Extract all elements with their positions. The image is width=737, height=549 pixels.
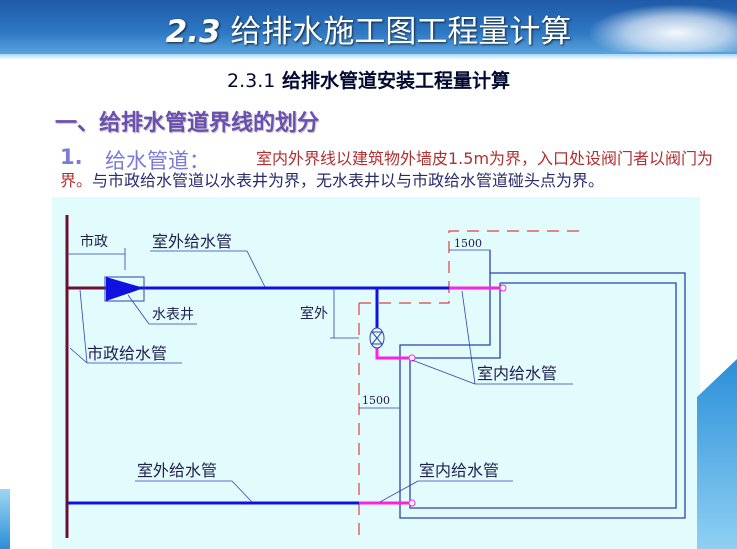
indoor-pipe-branch <box>375 348 410 360</box>
leader-line <box>231 480 253 503</box>
label-dimension-top: 1500 <box>454 237 482 250</box>
label-outdoor-pipe-bottom: 室外给水管 <box>137 461 217 480</box>
label-municipal-pipe: 市政给水管 <box>87 344 167 363</box>
title-text: 给排水施工图工程量计算 <box>230 14 572 50</box>
label-indoor-pipe-bottom: 室内给水管 <box>419 461 499 480</box>
section-title: 一、给排水管道界线的划分 <box>55 111 320 136</box>
leader-line <box>246 250 266 288</box>
leader-line <box>379 480 419 503</box>
description-layer-a: 室内外界线以建筑物外墙皮1.5m为界，入口处设阀门者以阀门为界。 <box>60 149 714 190</box>
leader-line <box>461 290 476 385</box>
subtitle: 2.3.1 给排水管道安装工程量计算 <box>0 66 737 93</box>
label-outdoor-pipe-top: 室外给水管 <box>152 232 232 251</box>
pipe-end-marker <box>408 354 416 362</box>
item-number: 1. <box>60 145 83 169</box>
label-indoor-pipe-right: 室内给水管 <box>477 364 557 383</box>
pipe-end-marker <box>408 499 416 507</box>
label-municipal: 市政 <box>80 233 108 250</box>
subtitle-text: 给排水管道安装工程量计算 <box>281 70 510 92</box>
meter-well-box <box>104 276 145 302</box>
label-meter-well: 水表井 <box>152 307 194 323</box>
pipe-end-marker <box>499 284 507 292</box>
leader-line <box>411 359 476 385</box>
meter-well-icon <box>106 277 144 301</box>
title-number: 2.3 <box>165 14 221 50</box>
label-outdoor: 室外 <box>300 305 328 322</box>
valve-symbol <box>370 331 384 345</box>
leader-line <box>79 289 88 364</box>
description-layer-b: 与市政给水管道以水表井为界，无水表井以与市政给水管道碰头点为界。 <box>92 171 605 190</box>
slide-header <box>0 0 737 54</box>
item-description: 室内外界线以建筑物外墙皮1.5m为界，入口处设阀门者以阀门为界。与市政给水管道以… <box>60 148 732 192</box>
corner-decoration <box>697 359 737 549</box>
building-inner-wall <box>409 282 677 509</box>
slide-title: 2.3 给排水施工图工程量计算 <box>0 6 737 51</box>
leader-line <box>69 347 88 364</box>
corner-decoration-left <box>0 489 10 549</box>
leader-line <box>127 294 150 325</box>
header-stripe <box>0 54 737 60</box>
subtitle-number: 2.3.1 <box>227 70 276 92</box>
cloud-decoration <box>587 4 737 52</box>
diagram-panel <box>52 197 700 549</box>
item-label: 给水管道： <box>105 149 210 173</box>
label-dimension-mid: 1500 <box>362 394 390 407</box>
boundary-line-step <box>359 230 581 304</box>
building-outer-wall <box>399 250 686 519</box>
